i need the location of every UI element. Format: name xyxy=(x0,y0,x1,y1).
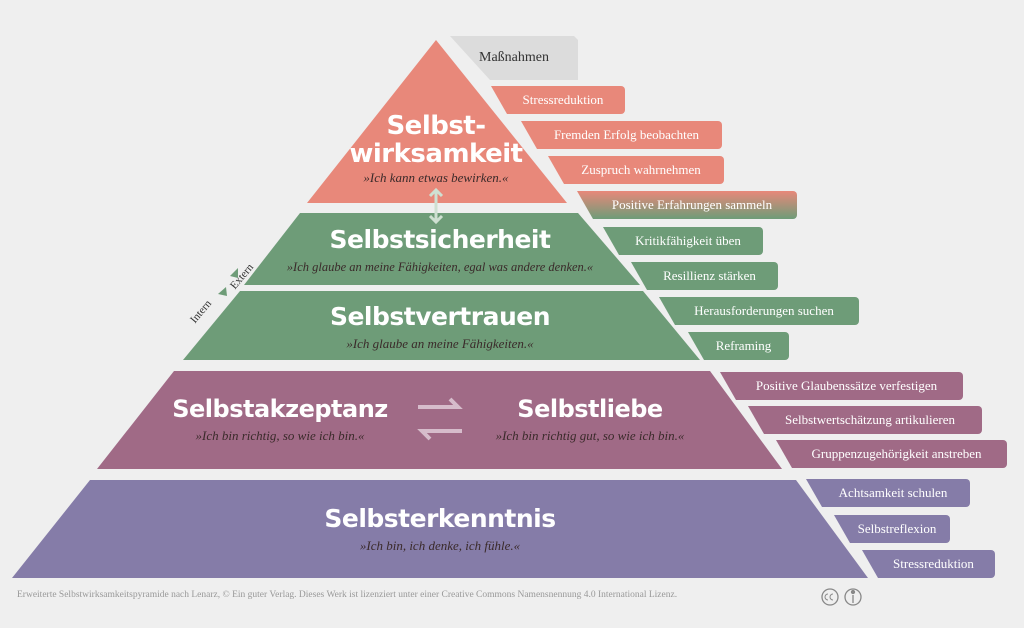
level-selbstakzeptanz-selbstliebe xyxy=(97,371,782,469)
quote-selbstliebe: »Ich bin richtig gut, so wie ich bin.« xyxy=(495,428,685,443)
measure-fremden-erfolg: Fremden Erfolg beobachten xyxy=(521,121,722,149)
footer-credit: Erweiterte Selbstwirksamkeitspyramide na… xyxy=(17,590,678,600)
title-selbstliebe: Selbstliebe xyxy=(517,395,663,423)
measure-resilienz: Resillienz stärken xyxy=(631,262,778,290)
measure-reframing: Reframing xyxy=(688,332,789,360)
title-line-2: wirksamkeit xyxy=(349,139,523,169)
quote-selbsterkenntnis: »Ich bin, ich denke, ich fühle.« xyxy=(359,538,521,553)
measure-achtsamkeit: Achtsamkeit schulen xyxy=(806,479,970,507)
level-selbsterkenntnis xyxy=(12,480,868,578)
measure-glaubenssaetze: Positive Glaubenssätze verfestigen xyxy=(720,372,963,400)
title-selbstwirksamkeit: Selbst-wirksamkeit xyxy=(336,112,536,168)
level-selbstsicherheit xyxy=(244,213,640,285)
title-selbsterkenntnis: Selbsterkenntnis xyxy=(324,504,556,533)
header-tab xyxy=(450,36,578,80)
double-arrow-vertical-icon xyxy=(428,187,444,225)
title-selbstakzeptanz: Selbstakzeptanz xyxy=(172,395,388,423)
quote-selbstvertrauen: »Ich glaube an meine Fähigkeiten.« xyxy=(346,336,534,351)
measure-positive-erfahrungen: Positive Erfahrungen sammeln xyxy=(577,191,797,219)
level-selbstwirksamkeit xyxy=(307,40,567,203)
measure-herausforderungen: Herausforderungen suchen xyxy=(659,297,859,325)
measure-selbstreflexion: Selbstreflexion xyxy=(834,515,950,543)
title-line-1: Selbst- xyxy=(386,111,486,141)
level-selbstvertrauen xyxy=(183,291,700,360)
quote-selbstwirksamkeit: »Ich kann etwas bewirken.« xyxy=(363,170,509,185)
swap-arrows-icon xyxy=(417,397,463,441)
cc-license-icons xyxy=(821,588,862,606)
measure-zuspruch: Zuspruch wahrnehmen xyxy=(548,156,724,184)
measure-stressreduktion-2: Stressreduktion xyxy=(862,550,995,578)
measure-stressreduktion: Stressreduktion xyxy=(491,86,625,114)
title-selbstsicherheit: Selbstsicherheit xyxy=(329,225,551,254)
measure-kritikfaehigkeit: Kritikfähigkeit üben xyxy=(603,227,763,255)
measure-selbstwertschaetzung: Selbstwertschätzung artikulieren xyxy=(748,406,982,434)
quote-selbstakzeptanz: »Ich bin richtig, so wie ich bin.« xyxy=(195,428,365,443)
header-label: Maßnahmen xyxy=(479,50,549,65)
title-selbstvertrauen: Selbstvertrauen xyxy=(329,302,551,331)
measure-gruppenzugehoerigkeit: Gruppenzugehörigkeit anstreben xyxy=(776,440,1007,468)
quote-selbstsicherheit: »Ich glaube an meine Fähigkeiten, egal w… xyxy=(286,260,594,274)
axis-arrows-icon xyxy=(218,268,238,296)
